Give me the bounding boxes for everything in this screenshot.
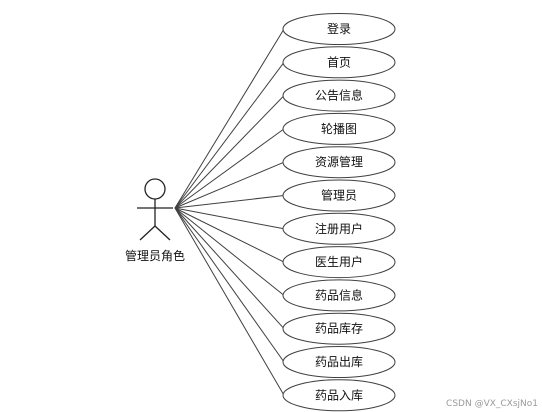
use-case-label: 药品信息 <box>315 287 363 302</box>
association-line <box>174 207 285 296</box>
use-case: 公告信息 <box>282 79 396 112</box>
association-line <box>174 195 285 209</box>
use-case-ellipse <box>282 179 396 212</box>
use-case: 首页 <box>282 46 396 79</box>
use-case: 轮播图 <box>282 112 396 145</box>
actor-head <box>144 178 166 200</box>
use-case-ellipse <box>282 146 396 179</box>
use-case-label: 药品入库 <box>315 387 363 402</box>
association-lines <box>174 28 285 396</box>
use-case-label: 药品出库 <box>315 354 363 369</box>
association-line <box>174 95 285 209</box>
use-case-label: 轮播图 <box>321 122 357 136</box>
association-line <box>174 207 285 230</box>
use-case-ellipse <box>282 379 396 412</box>
use-case-label: 药品库存 <box>315 321 363 336</box>
use-case-ellipse <box>282 13 396 45</box>
use-case-label: 公告信息 <box>315 88 363 103</box>
association-line <box>174 207 285 396</box>
use-case-label: 管理员 <box>321 188 357 203</box>
actor-right-leg <box>154 225 171 241</box>
use-case: 药品出库 <box>282 346 396 378</box>
association-line <box>174 28 285 209</box>
association-line <box>174 207 285 363</box>
association-line <box>174 207 285 263</box>
use-case: 药品信息 <box>282 279 396 312</box>
use-case: 登录 <box>282 13 396 45</box>
use-case: 医生用户 <box>282 246 396 279</box>
use-case-ellipse <box>282 279 396 312</box>
actor-left-leg <box>139 225 156 241</box>
use-case-label: 首页 <box>327 55 351 69</box>
use-case-ellipse <box>282 212 396 245</box>
use-case: 资源管理 <box>282 146 396 179</box>
use-case-ellipse <box>282 79 396 112</box>
use-case-ellipse <box>282 112 396 145</box>
actor-figure <box>137 178 173 241</box>
use-cases: 登录首页公告信息轮播图资源管理管理员注册用户医生用户药品信息药品库存药品出库药品… <box>282 13 396 412</box>
association-line <box>174 207 285 330</box>
use-case-label: 资源管理 <box>315 154 363 169</box>
use-case-label: 登录 <box>327 21 351 36</box>
use-case-ellipse <box>282 246 396 279</box>
use-case: 注册用户 <box>282 212 396 245</box>
use-case-ellipse <box>282 346 396 378</box>
association-line <box>174 161 285 209</box>
watermark: CSDN @VX_CXsjNo1 <box>446 399 538 409</box>
use-case-ellipse <box>282 312 396 345</box>
association-line <box>174 62 285 209</box>
use-case-label: 医生用户 <box>315 254 363 269</box>
use-case-label: 注册用户 <box>315 221 363 236</box>
use-case-ellipse <box>282 46 396 79</box>
association-line <box>174 128 285 209</box>
actor-label: 管理员角色 <box>125 248 185 263</box>
use-case: 药品库存 <box>282 312 396 345</box>
use-case: 药品入库 <box>282 379 396 412</box>
use-case: 管理员 <box>282 179 396 212</box>
